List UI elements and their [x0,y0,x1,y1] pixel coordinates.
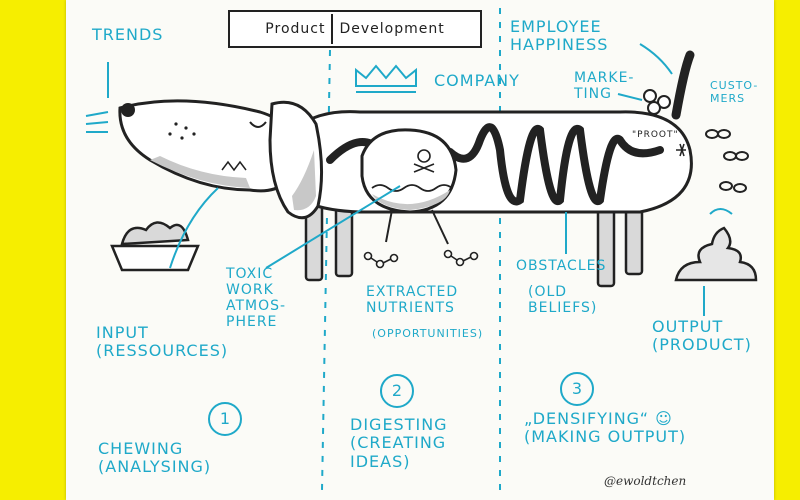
label-input: Input (Ressources) [96,323,229,361]
stage-3-label: „Densifying“ ☺ (making output) [524,409,687,447]
molecule-icon-2 [443,249,479,267]
stage-3-number: 3 [560,372,594,406]
crown-icon [355,64,417,93]
label-employee-happiness: Employee Happiness [510,17,609,55]
output-arrow [709,208,733,215]
marketing-pointer [617,93,643,101]
snout-dots [168,122,196,140]
stage-2-number: 2 [380,374,414,408]
dog-tail [671,50,695,120]
molecule-icon-1 [363,251,399,269]
dog-eye [249,121,267,128]
stomach [360,128,458,214]
stomach-connectors [385,209,449,245]
stage-1-label: Chewing (analysing) [98,439,212,477]
dog-nose [121,103,135,117]
label-trends: Trends [92,25,164,44]
wind-lines [85,111,109,133]
input-arrow [169,187,219,269]
title-box: Product Development [228,10,482,48]
customer-chain-icon [705,129,749,193]
skull-icon [413,149,435,173]
title-right: Development [339,21,445,37]
label-toxic-work-atmosphere: Toxic work atmos- phere [226,266,287,331]
dog-jaw-shade [150,156,250,188]
dog-teeth [221,160,247,172]
output-pile-icon [674,226,758,282]
title-separator [331,14,334,44]
label-old-beliefs: (old beliefs) [528,284,598,317]
label-marketing: Marke- ting [574,70,635,103]
author-credit: @ewoldtchen [604,474,687,488]
label-obstacles: Obstacles [516,258,607,274]
label-output: Output (Product) [652,317,752,355]
happiness-swoop [639,43,673,75]
proot-marks [676,143,686,157]
stomach-shade [372,190,450,210]
title-left: Product [265,21,326,37]
label-extracted-nutrients: Extracted nutrients [366,284,459,317]
stage-2-label: Digesting (creating ideas) [350,415,448,471]
label-opportunities: (opportunities) [372,327,484,340]
label-customers: Custo- mers [710,79,759,105]
label-proot: "Proot" [632,130,679,140]
stage-1-number: 1 [208,402,242,436]
dog-ear-shade [292,150,316,211]
annotation-arrows [85,43,733,316]
label-company: Company [434,71,520,90]
marketing-bow-icon [643,89,671,115]
toxic-pointer [265,185,401,269]
stomach-waves [371,184,453,192]
